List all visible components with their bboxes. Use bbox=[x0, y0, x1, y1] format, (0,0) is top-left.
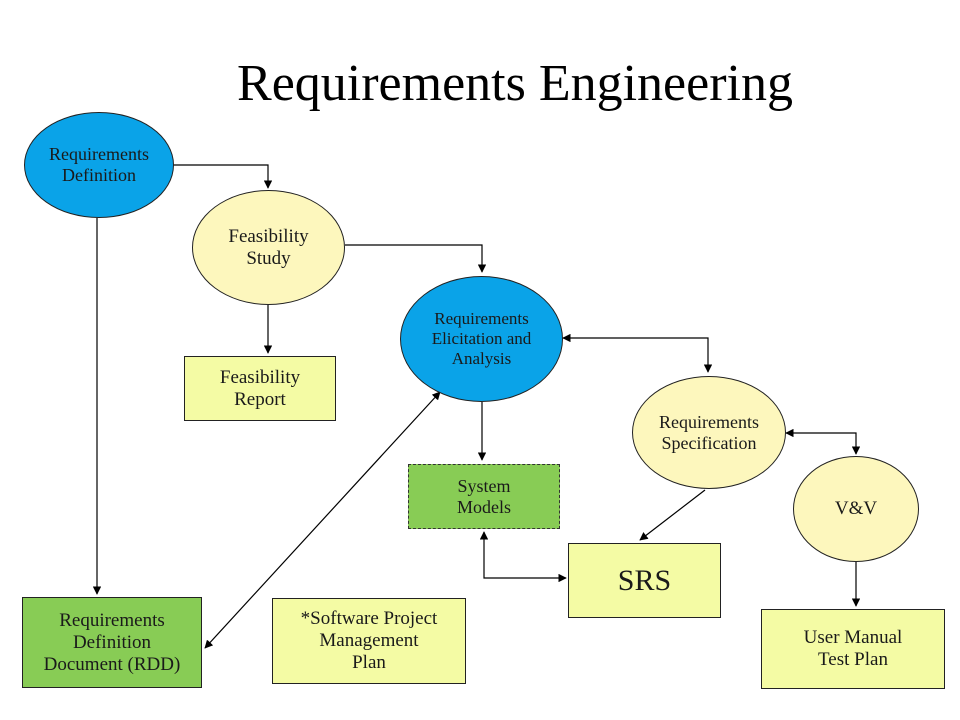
edge-elicitation-reqspec bbox=[562, 333, 713, 373]
node-vv-label: V&V bbox=[834, 498, 878, 519]
node-feasibility-study-label: Feasibility Study bbox=[228, 225, 309, 269]
node-srs-label: SRS bbox=[617, 563, 672, 597]
node-requirements-specification: Requirements Specification bbox=[632, 376, 786, 489]
node-rdd-label: Requirements Definition Document (RDD) bbox=[43, 609, 181, 675]
edge-elicitation-rdd bbox=[204, 391, 441, 649]
node-requirements-definition-label: Requirements Definition bbox=[49, 144, 149, 185]
node-requirements-specification-label: Requirements Specification bbox=[659, 411, 759, 453]
node-vv: V&V bbox=[793, 456, 919, 562]
node-system-models-label: System Models bbox=[457, 475, 511, 517]
node-user-manual-test-plan-label: User Manual Test Plan bbox=[803, 627, 903, 670]
edge-feasstudy-to-elicitation bbox=[345, 244, 487, 273]
node-software-project-management-plan: *Software Project Management Plan bbox=[272, 598, 466, 684]
node-requirements-elicitation-label: Requirements Elicitation and Analysis bbox=[431, 309, 532, 368]
edge-systemmodels-srs bbox=[479, 531, 567, 583]
edge-reqspec-vv bbox=[785, 428, 861, 455]
node-requirements-elicitation: Requirements Elicitation and Analysis bbox=[400, 276, 563, 402]
node-feasibility-study: Feasibility Study bbox=[192, 190, 345, 305]
node-system-models: System Models bbox=[408, 464, 560, 529]
edge-reqdef-to-feasstudy bbox=[172, 164, 273, 189]
node-software-project-management-plan-label: *Software Project Management Plan bbox=[300, 608, 438, 673]
node-user-manual-test-plan: User Manual Test Plan bbox=[761, 609, 945, 689]
diagram-title: Requirements Engineering bbox=[237, 55, 793, 112]
node-feasibility-report: Feasibility Report bbox=[184, 356, 336, 421]
node-srs: SRS bbox=[568, 543, 721, 618]
edge-reqspec-to-srs bbox=[639, 489, 706, 541]
node-feasibility-report-label: Feasibility Report bbox=[219, 366, 301, 410]
node-requirements-definition: Requirements Definition bbox=[24, 112, 174, 218]
node-rdd: Requirements Definition Document (RDD) bbox=[22, 597, 202, 688]
